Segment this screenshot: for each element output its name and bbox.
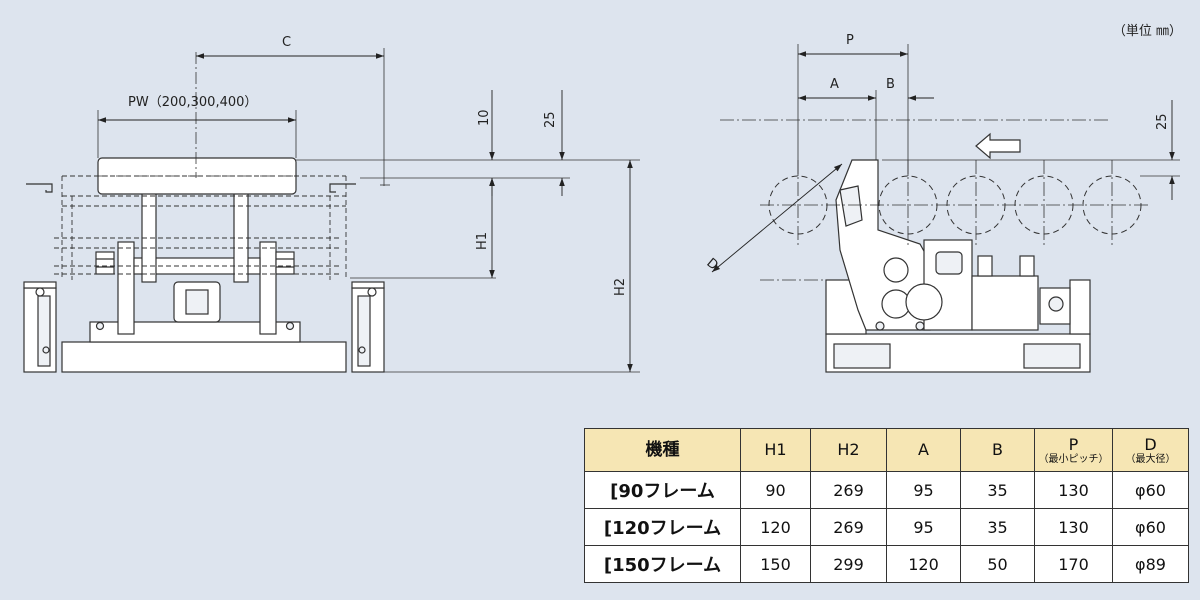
table-cell: 95 [886,471,961,509]
label-H1: H1 [475,232,490,250]
table-row: [90フレーム 90 269 95 35 130 φ60 [584,471,1189,509]
label-25-front: 25 [543,111,558,128]
table-cell: [120フレーム [584,508,741,546]
header-d: D（最大径） [1112,428,1189,472]
table-cell: 90 [740,471,811,509]
table-cell: 95 [886,508,961,546]
side-cylinder [971,275,1039,331]
table-row: [120フレーム 120 269 95 35 130 φ60 [584,508,1189,546]
label-C: C [282,35,291,50]
table-cell: 35 [960,471,1035,509]
table-cell: 120 [886,545,961,583]
table-header-row: 機種 H1 H2 A B P（最小ピッチ） D（最大径） [584,428,1189,472]
flow-direction-icon [975,132,1021,160]
header-b: B [960,428,1035,472]
header-h1: H1 [740,428,811,472]
table-cell: 269 [810,508,887,546]
table-cell: 269 [810,471,887,509]
header-p: P（最小ピッチ） [1034,428,1113,472]
front-bolt-right [275,251,295,275]
front-dimensions [98,53,633,372]
table-cell: φ60 [1112,508,1189,546]
side-pivot-lower-right [905,283,943,321]
header-model: 機種 [584,428,741,472]
label-P: P [846,33,854,48]
side-dimensions [711,51,1175,273]
front-bolt-left [95,251,115,275]
header-h2: H2 [810,428,887,472]
table-cell: 170 [1034,545,1113,583]
table-cell: 50 [960,545,1035,583]
table-cell: [90フレーム [584,471,741,509]
table-cell: 120 [740,508,811,546]
spec-table: 機種 H1 H2 A B P（最小ピッチ） D（最大径） [90フレーム 90 … [584,428,1189,583]
label-PW: PW（200,300,400） [128,95,257,110]
unit-note: （単位 ㎜） [1112,24,1182,39]
label-H2: H2 [613,278,628,296]
side-pivot-upper [883,257,909,283]
label-A: A [830,77,839,92]
side-view [720,44,1180,373]
label-25-side: 25 [1155,113,1170,130]
table-cell: [150フレーム [584,545,741,583]
front-base-plate [61,341,347,373]
table-cell: 150 [740,545,811,583]
header-a: A [886,428,961,472]
label-10: 10 [477,109,492,126]
front-view [23,48,640,373]
dim-D [711,163,843,273]
label-D: D [703,256,720,274]
table-cell: 130 [1034,471,1113,509]
table-row: [150フレーム 150 299 120 50 170 φ89 [584,545,1189,583]
label-B: B [886,77,895,92]
table-cell: 130 [1034,508,1113,546]
table-cell: φ60 [1112,471,1189,509]
table-cell: 35 [960,508,1035,546]
table-cell: 299 [810,545,887,583]
table-cell: φ89 [1112,545,1189,583]
